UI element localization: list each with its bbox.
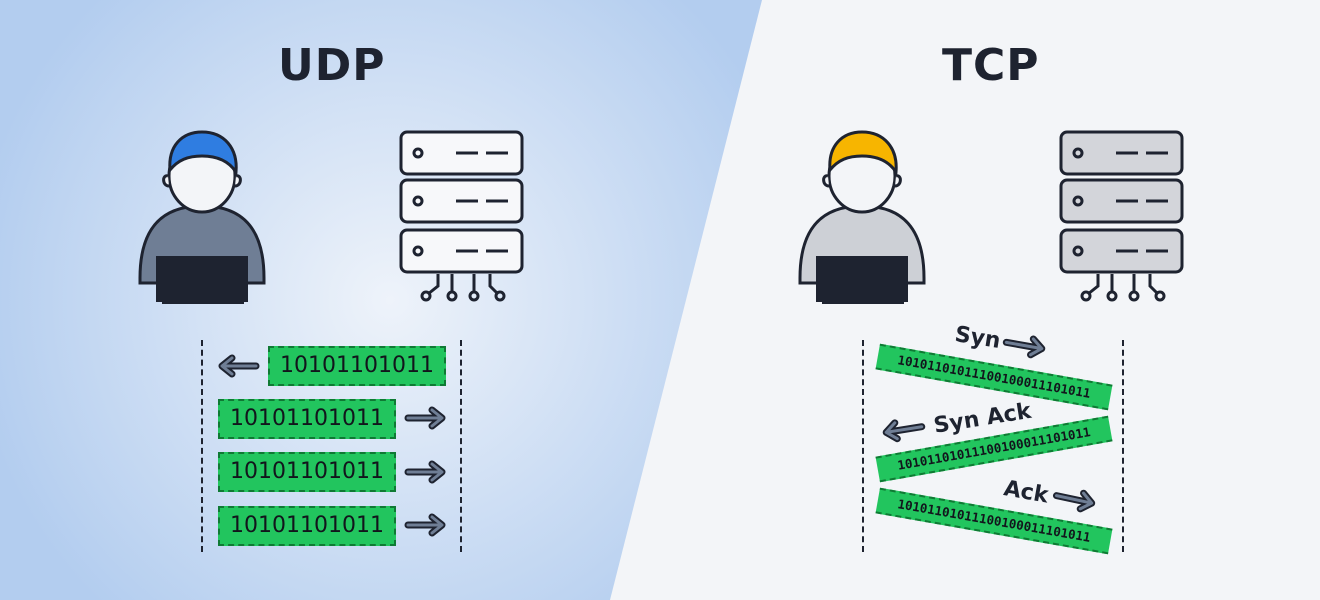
arrow-right-icon [404, 460, 446, 484]
udp-packet: 10101101011 [218, 452, 396, 492]
tcp-title: TCP [942, 40, 1040, 91]
arrow-left-icon [218, 354, 260, 378]
arrow-right-icon [404, 406, 446, 430]
arrow-left-icon [882, 419, 926, 443]
udp-server-timeline [460, 340, 462, 552]
tcp-server-icon [1059, 130, 1184, 302]
udp-packet: 10101101011 [268, 346, 446, 386]
udp-packet: 10101101011 [218, 399, 396, 439]
tcp-server-timeline [1122, 340, 1124, 552]
tcp-user-icon [798, 130, 926, 304]
udp-packet: 10101101011 [218, 506, 396, 546]
tcp-client-timeline [862, 340, 864, 552]
udp-server-icon [399, 130, 524, 302]
udp-title: UDP [278, 40, 386, 91]
udp-client-timeline [201, 340, 203, 552]
udp-user-icon [138, 130, 266, 304]
arrow-right-icon [1052, 489, 1096, 513]
arrow-right-icon [404, 513, 446, 537]
arrow-right-icon [1002, 335, 1046, 359]
